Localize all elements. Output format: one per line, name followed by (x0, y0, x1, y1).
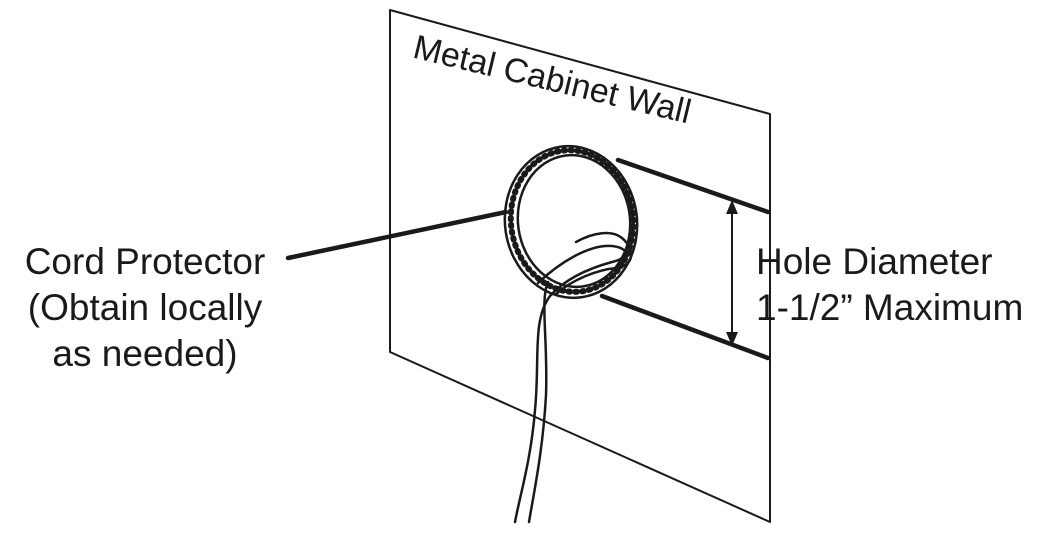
hole-dimension-bottom-line (599, 293, 771, 361)
cord-protector-leader (285, 209, 509, 261)
arrow-head-top (726, 200, 738, 214)
cord-protector-note-cont: as needed) (52, 333, 238, 374)
hole-dimension-top-line (615, 157, 771, 215)
hole-opening (516, 153, 632, 289)
cord-protector-ring (503, 144, 639, 300)
cord-protector-serrations (507, 147, 637, 295)
arrow-head-bottom (726, 332, 738, 346)
hole-diameter-value: 1-1/2” Maximum (756, 287, 1024, 328)
cord-protector-label: Cord Protector (24, 241, 266, 282)
cord-protector-note: (Obtain locally (27, 287, 263, 328)
hole-diameter-label: Hole Diameter (756, 241, 993, 282)
power-cord-edge (527, 231, 633, 524)
power-cord (513, 244, 627, 524)
